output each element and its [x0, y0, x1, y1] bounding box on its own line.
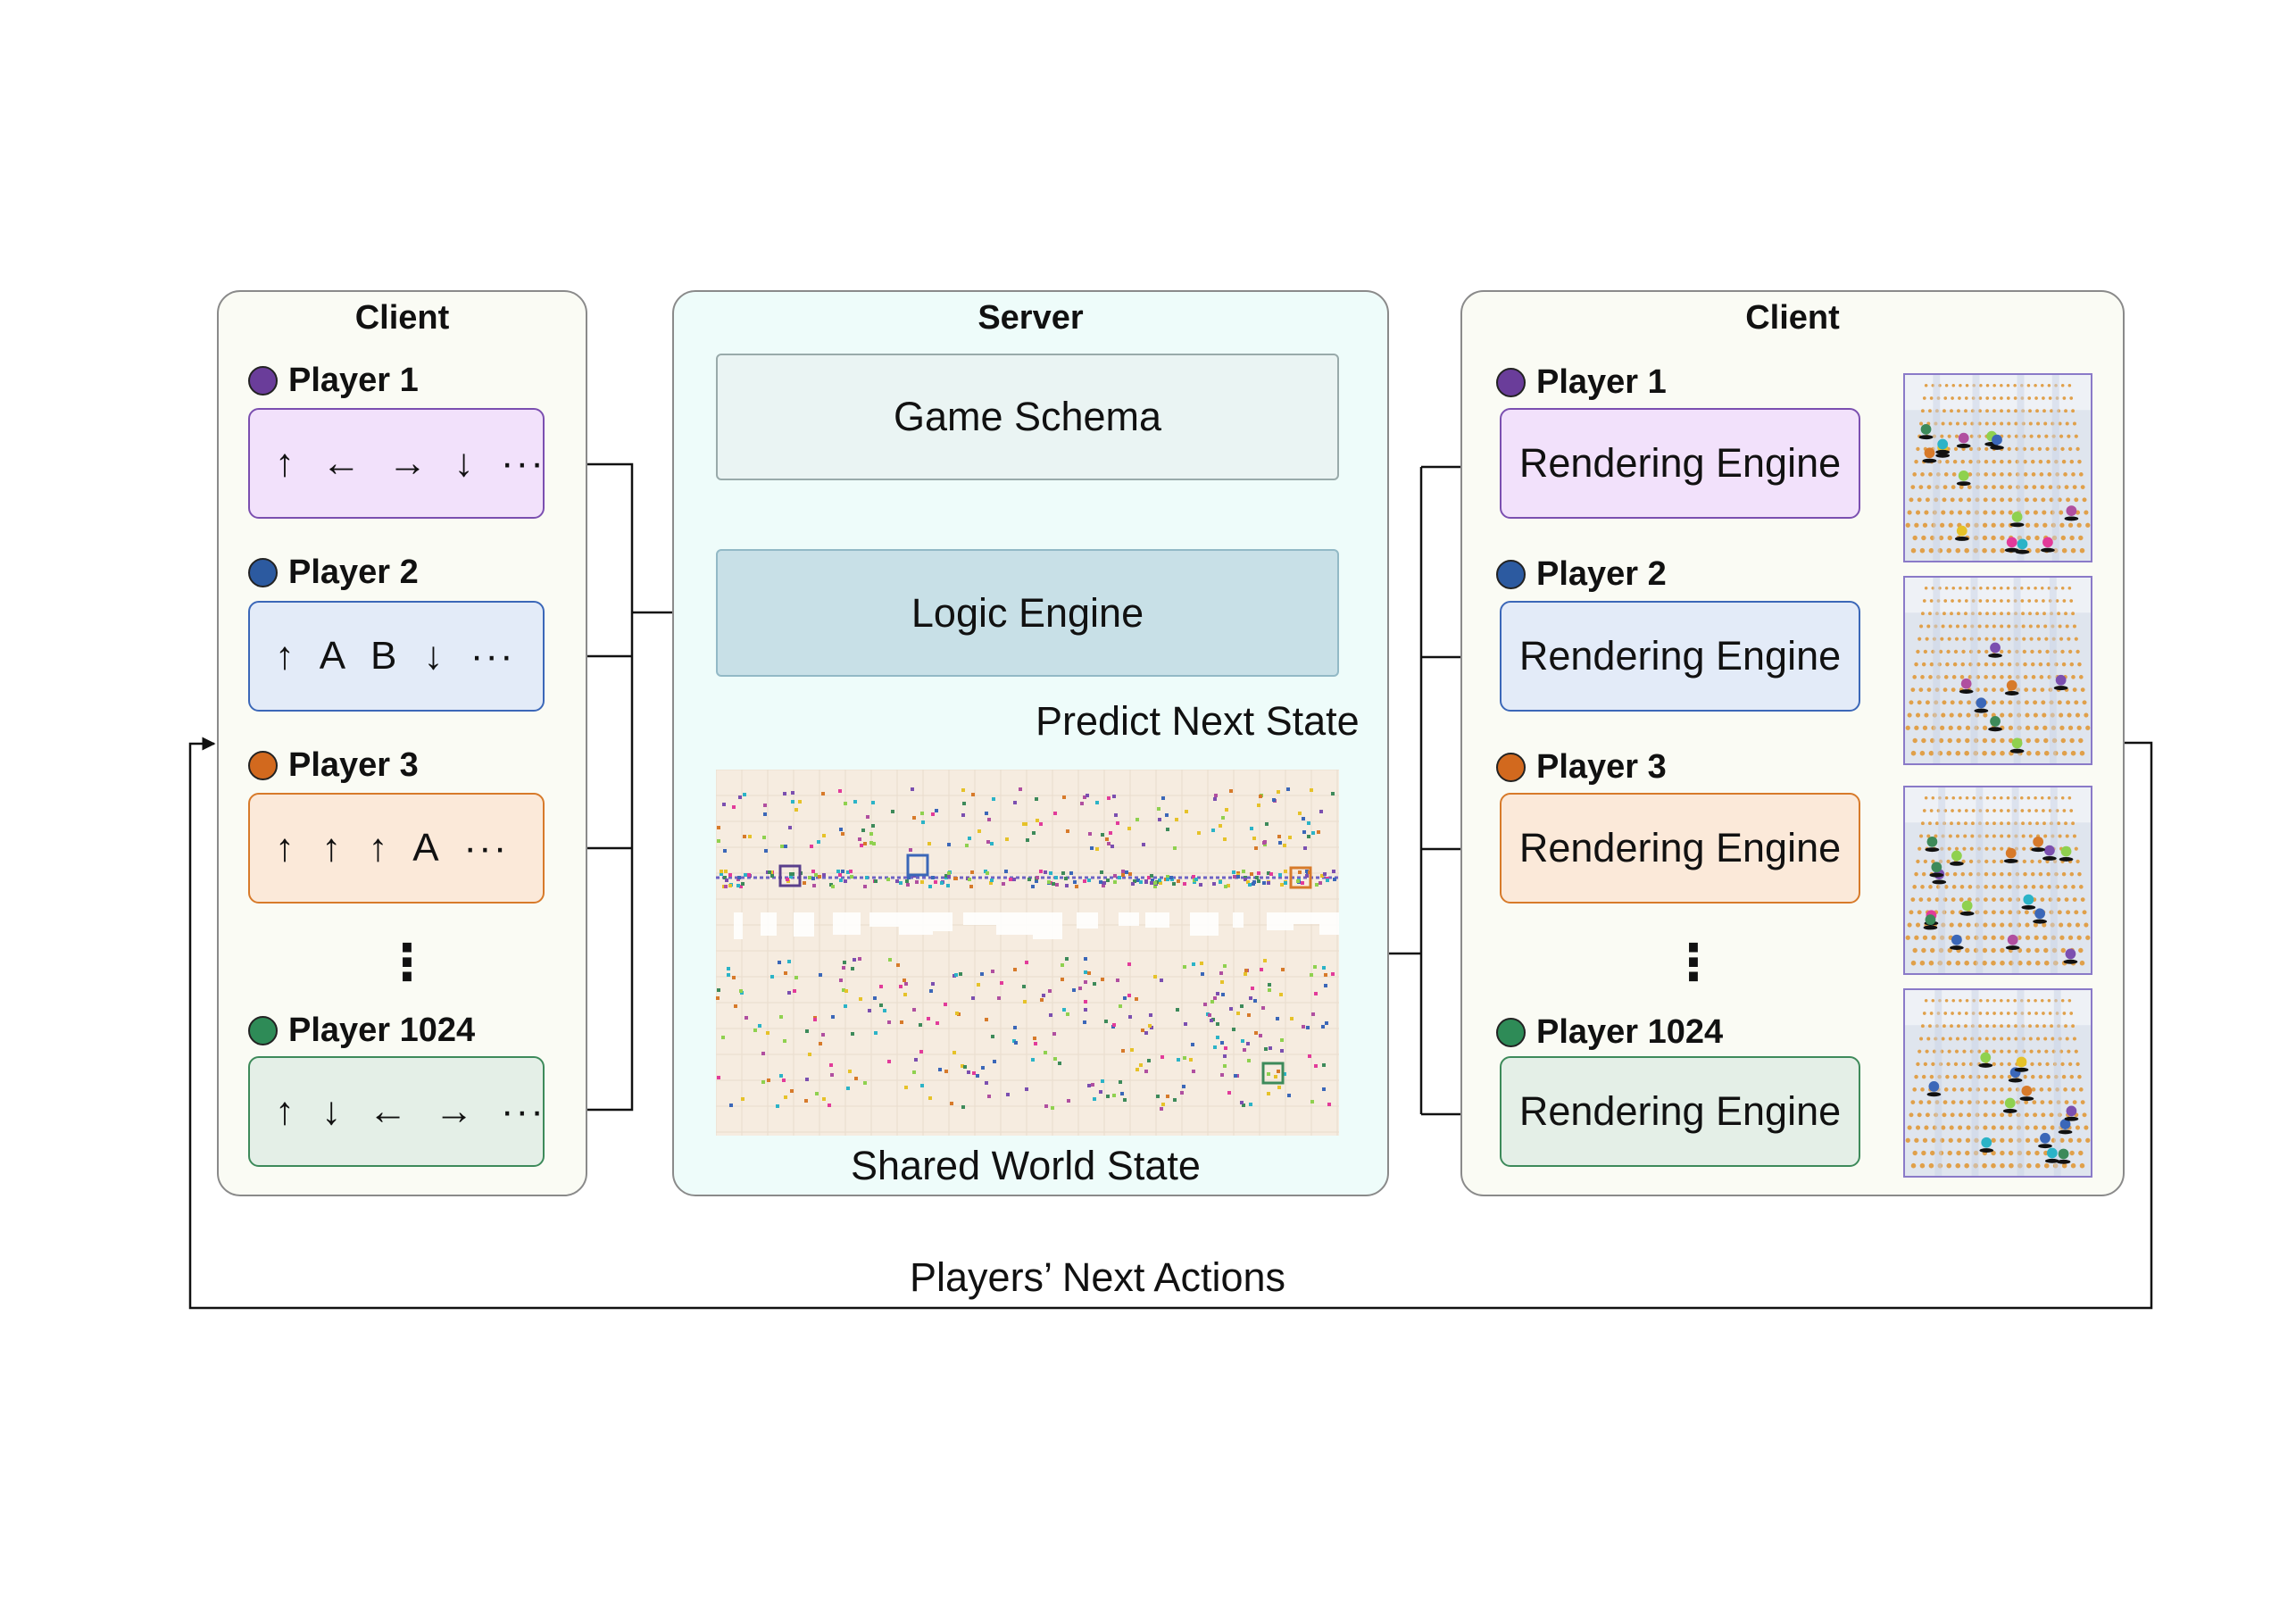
right-player-2-label: Player 2	[1496, 555, 1667, 594]
right-player-1024-label: Player 1024	[1496, 1013, 1723, 1052]
shared-world-state-label: Shared World State	[851, 1143, 1201, 1188]
logic-engine-box: Logic Engine	[716, 549, 1339, 677]
rendering-engine-player-2: Rendering Engine	[1500, 601, 1860, 712]
rendering-engine-player-1: Rendering Engine	[1500, 408, 1860, 519]
player-3-dot	[248, 751, 278, 780]
players-next-actions-label: Players’ Next Actions	[910, 1254, 1285, 1300]
player-1-marker	[778, 864, 802, 887]
right-player-1-label: Player 1	[1496, 363, 1667, 402]
player-2-marker	[906, 854, 929, 877]
player-1024-dot	[1496, 1018, 1526, 1047]
rendering-engine-player-3: Rendering Engine	[1500, 793, 1860, 904]
left-player-1024-label: Player 1024	[248, 1012, 475, 1050]
player-1-dot	[1496, 368, 1526, 397]
player-1024-dot	[248, 1016, 278, 1045]
shared-world-state-map	[716, 770, 1339, 1136]
render-thumbnail-player-2	[1903, 576, 2092, 765]
player-2-actions: ↑ A B ↓ ···	[248, 601, 545, 712]
right-player-3-label: Player 3	[1496, 748, 1667, 787]
render-thumbnail-player-1	[1903, 373, 2092, 562]
player-2-dot	[1496, 560, 1526, 589]
right-client-title: Client	[1745, 299, 1840, 337]
player-1024-actions: ↑ ↓ ← → ···	[248, 1056, 545, 1167]
player-1-actions: ↑ ← → ↓ ···	[248, 408, 545, 519]
right-ellipsis: ⋮	[1668, 934, 1718, 990]
player-3-actions: ↑ ↑ ↑ A ···	[248, 793, 545, 904]
player-2-dot	[248, 558, 278, 587]
predict-next-state-label: Predict Next State	[1036, 698, 1360, 744]
player-1024-marker	[1261, 1062, 1285, 1085]
left-player-2-label: Player 2	[248, 554, 419, 592]
left-client-title: Client	[354, 299, 450, 337]
server-title: Server	[977, 299, 1084, 337]
left-player-3-label: Player 3	[248, 746, 419, 785]
left-ellipsis: ⋮	[382, 934, 432, 990]
render-thumbnail-player-1024	[1903, 988, 2092, 1178]
player-3-marker	[1289, 866, 1312, 889]
render-thumbnail-player-3	[1903, 786, 2092, 975]
game-schema-box: Game Schema	[716, 354, 1339, 480]
rendering-engine-player-1024: Rendering Engine	[1500, 1056, 1860, 1167]
left-player-1-label: Player 1	[248, 362, 419, 400]
player-1-dot	[248, 366, 278, 396]
player-3-dot	[1496, 753, 1526, 782]
